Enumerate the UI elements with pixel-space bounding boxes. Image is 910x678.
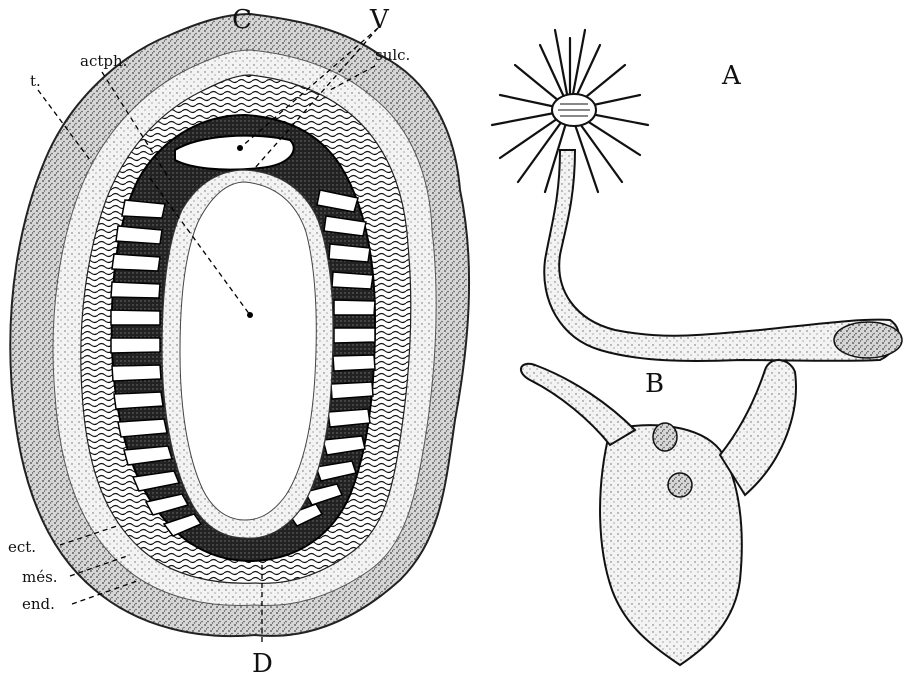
larva-body (600, 425, 742, 665)
pharynx-dot (237, 145, 243, 151)
label-c: C (232, 5, 252, 35)
larva-left-arm (521, 364, 635, 445)
gastrovascular-cavity (180, 182, 316, 520)
center-dot (247, 312, 253, 318)
anemone-a (492, 30, 902, 361)
label-end: end. (22, 595, 55, 613)
label-mes: més. (22, 568, 58, 586)
label-a: A (721, 61, 742, 91)
label-actph: actph. (80, 52, 127, 70)
label-sulc: sulc. (375, 46, 410, 64)
stalk-tip (834, 322, 902, 358)
label-b: B (645, 369, 664, 399)
larva-mouth (668, 473, 692, 497)
larva-right-arm (720, 360, 796, 495)
larva-knob (653, 423, 677, 451)
label-d: D (252, 649, 273, 678)
cross-section-c (10, 14, 469, 645)
label-ect: ect. (8, 538, 36, 556)
larva-b (521, 360, 796, 665)
label-v: V (369, 5, 390, 35)
label-t: t. (30, 72, 41, 90)
